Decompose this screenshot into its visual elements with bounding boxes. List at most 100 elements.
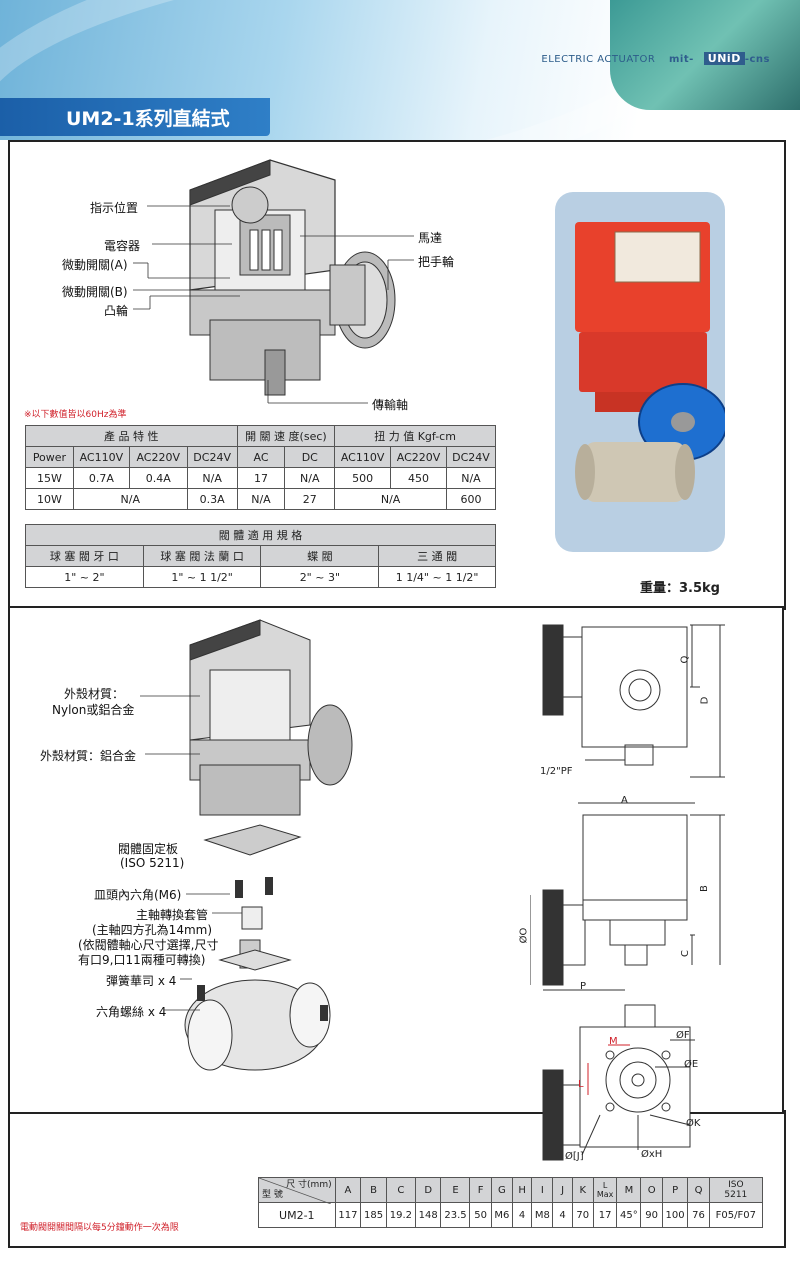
cell: 1" ~ 1 1/2" bbox=[142, 566, 262, 588]
electric-actuator-text: ELECTRIC ACTUATOR bbox=[541, 54, 656, 65]
dim-b: B bbox=[698, 885, 710, 892]
cell: N/A bbox=[236, 488, 286, 510]
page-title: UM2-1系列直結式 bbox=[66, 108, 230, 130]
dim-header: C bbox=[385, 1177, 416, 1203]
valve-table: 閥 體 適 用 規 格 球 塞 閥 牙 口 球 塞 閥 法 蘭 口 蝶 閥 三 … bbox=[25, 524, 496, 588]
group-switch-speed: 開 關 速 度(sec) bbox=[236, 425, 336, 447]
label-plate-iso: (ISO 5211) bbox=[120, 856, 185, 870]
label-sleeve: 主軸轉換套管 bbox=[136, 908, 209, 922]
group-product-features: 產 品 特 性 bbox=[25, 425, 238, 447]
dimension-drawings bbox=[530, 624, 725, 1161]
brand-suffix: -cns bbox=[744, 54, 770, 65]
header-dc24v: DC24V bbox=[186, 446, 238, 468]
dim-header: G bbox=[490, 1177, 514, 1203]
cell: 0.3A bbox=[186, 488, 238, 510]
label-housing-a: 外殼材質： bbox=[64, 687, 125, 701]
dim-f: ØF bbox=[676, 1030, 690, 1041]
cell: N/A bbox=[445, 467, 497, 489]
product-photo-card bbox=[555, 192, 725, 552]
dim-header: ISO 5211 bbox=[708, 1177, 764, 1203]
dim-e: ØE bbox=[684, 1059, 699, 1070]
actuator-cutaway-diagram bbox=[189, 159, 396, 396]
dim-header: I bbox=[531, 1177, 554, 1203]
header-torque-dc24v: DC24V bbox=[445, 446, 497, 468]
dim-a: A bbox=[621, 795, 628, 806]
label-cam: 凸輪 bbox=[104, 304, 129, 318]
dim-header: L Max bbox=[592, 1177, 618, 1203]
table-row: 15W 0.7A 0.4A N/A 17 N/A 500 450 N/A bbox=[25, 467, 497, 489]
dim-h: ØxH bbox=[641, 1149, 663, 1160]
label-indicator: 指示位置 bbox=[90, 201, 139, 215]
note-60hz: ※以下數值皆以60Hz為準 bbox=[24, 410, 127, 420]
dim-o: ØO bbox=[518, 927, 530, 944]
cell: 27 bbox=[284, 488, 336, 510]
cell: 2" ~ 3" bbox=[260, 566, 380, 588]
header-dc: DC bbox=[284, 446, 336, 468]
cell: 1" ~ 2" bbox=[25, 566, 144, 588]
header-ball-flange: 球 塞 閥 法 蘭 口 bbox=[142, 545, 262, 567]
dim-header: Q bbox=[687, 1177, 710, 1203]
model-cell: UM2-1 bbox=[258, 1202, 336, 1228]
header-butterfly: 蝶 閥 bbox=[260, 545, 380, 567]
label-drive-shaft: 傳輸軸 bbox=[372, 398, 409, 412]
label-bolt: 六角螺絲 x 4 bbox=[96, 1005, 167, 1019]
header-three-way: 三 通 閥 bbox=[378, 545, 496, 567]
cell: N/A bbox=[186, 467, 238, 489]
title-bar: UM2-1系列直結式 bbox=[0, 98, 270, 136]
label-housing-b: 外殼材質：鋁合金 bbox=[40, 749, 137, 763]
dim-header: E bbox=[440, 1177, 471, 1203]
header-ac: AC bbox=[236, 446, 286, 468]
label-motor: 馬達 bbox=[418, 231, 443, 245]
label-handwheel: 把手輪 bbox=[418, 255, 455, 269]
table-row: 10W N/A 0.3A N/A 27 N/A 600 bbox=[25, 488, 497, 510]
cell: N/A bbox=[72, 488, 188, 510]
cell: 23.5 bbox=[440, 1202, 471, 1228]
cell: 90 bbox=[640, 1202, 663, 1228]
weight-label: 重量：3.5kg bbox=[640, 581, 720, 596]
dim-header: O bbox=[640, 1177, 663, 1203]
cell: 1 1/4" ~ 1 1/2" bbox=[378, 566, 496, 588]
cell: 10W bbox=[25, 488, 74, 510]
label-sleeve-2: (主軸四方孔為14mm) bbox=[92, 923, 213, 937]
cell: M8 bbox=[531, 1202, 554, 1228]
label-screw: 皿頭內六角(M6) bbox=[94, 888, 182, 902]
cell: 500 bbox=[334, 467, 392, 489]
corner-size: 尺 寸 bbox=[286, 1180, 308, 1190]
cell: 0.7A bbox=[72, 467, 130, 489]
cell: M6 bbox=[490, 1202, 514, 1228]
footer-note: 電動閥開關間隔以每5分鐘動作一次為限 bbox=[20, 1223, 179, 1233]
valve-table-title: 閥 體 適 用 規 格 bbox=[25, 524, 496, 546]
header-ac110v: AC110V bbox=[72, 446, 130, 468]
header-power: Power bbox=[25, 446, 74, 468]
header-ball-thread: 球 塞 閥 牙 口 bbox=[25, 545, 144, 567]
cell: 17 bbox=[592, 1202, 618, 1228]
dim-j: Ø[J] bbox=[565, 1151, 584, 1162]
cell: 450 bbox=[390, 467, 447, 489]
label-plate: 閥體固定板 bbox=[118, 842, 179, 856]
label-washer: 彈簧華司 x 4 bbox=[106, 974, 177, 988]
cell: 19.2 bbox=[385, 1202, 416, 1228]
brand-row: ELECTRIC ACTUATOR mit-UNiD-cns bbox=[541, 52, 770, 65]
dim-header: P bbox=[661, 1177, 689, 1203]
group-torque: 扭 力 值 Kgf-cm bbox=[334, 425, 496, 447]
dim-m: M bbox=[609, 1036, 618, 1047]
cell: 600 bbox=[445, 488, 497, 510]
label-microswitch-b: 微動開關(B) bbox=[62, 285, 128, 299]
dim-p: P bbox=[580, 981, 587, 992]
spec-table: 產 品 特 性 開 關 速 度(sec) 扭 力 值 Kgf-cm Power … bbox=[25, 425, 497, 510]
label-housing-a2: Nylon或鋁合金 bbox=[52, 703, 135, 717]
brand-prefix: mit- bbox=[669, 54, 694, 65]
cell: 0.4A bbox=[128, 467, 188, 489]
header-ac220v: AC220V bbox=[128, 446, 188, 468]
dim-header: M bbox=[616, 1177, 642, 1203]
cell: 76 bbox=[687, 1202, 710, 1228]
dim-d: D bbox=[699, 696, 711, 705]
dim-q: Q bbox=[679, 655, 691, 664]
dim-header: H bbox=[512, 1177, 533, 1203]
label-sleeve-4: 有口9,口11兩種可轉換) bbox=[78, 953, 206, 967]
dim-header: K bbox=[571, 1177, 594, 1203]
cell: F05/F07 bbox=[708, 1202, 764, 1228]
bottom-frame-line bbox=[8, 1110, 786, 1248]
cell: 15W bbox=[25, 467, 74, 489]
label-sleeve-3: (依閥體軸心尺寸選擇,尺寸 bbox=[78, 938, 219, 952]
